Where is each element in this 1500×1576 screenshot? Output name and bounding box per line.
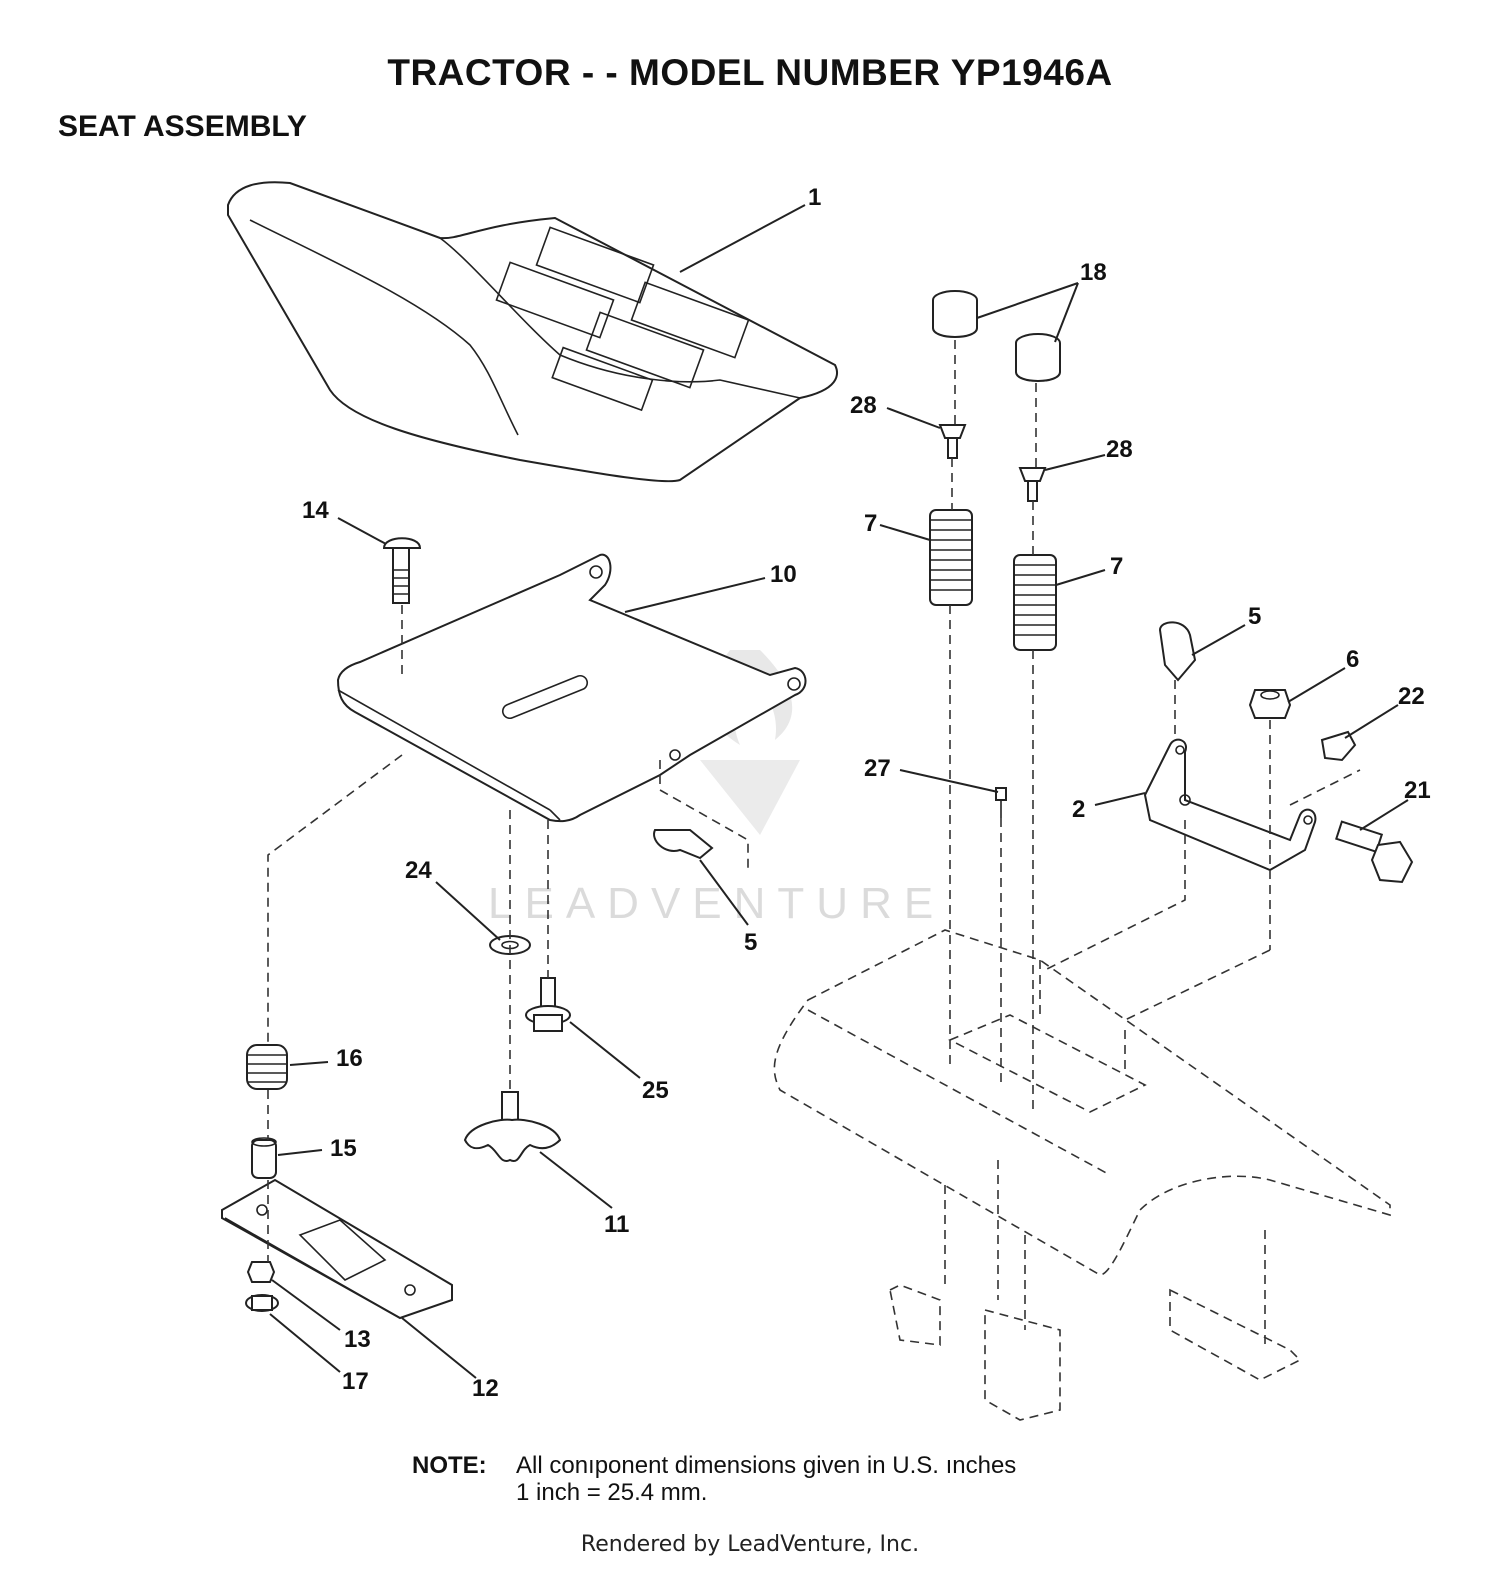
callout-5-upper: 5 [1248,603,1261,630]
footer-credit: Rendered by LeadVenture, Inc. [580,1532,920,1557]
screws [938,424,1047,502]
callout-5-lower: 5 [744,929,757,956]
note-label: NOTE: [412,1452,487,1479]
section-subtitle: SEAT ASSEMBLY [58,110,307,143]
callout-17: 17 [342,1368,369,1395]
pin [995,787,1007,818]
leader-lines [269,204,1409,1379]
callout-7-left: 7 [864,510,877,537]
slide-rail [221,1178,453,1320]
note-body: All conıponent dimensions given in U.S. … [516,1452,1016,1506]
page-title: TRACTOR - - MODEL NUMBER YP1946A [387,52,1113,93]
callout-28-left: 28 [850,392,877,419]
wire-clips [653,621,1197,860]
note-line-2: 1 inch = 25.4 mm. [516,1479,708,1506]
assembly-guide-lines [267,340,1361,1345]
dimension-note: NOTE: All conıponent dimensions given in … [412,1452,1016,1506]
callout-labels: 1 18 28 28 7 7 14 10 5 6 22 27 2 21 24 5… [302,184,1431,1402]
callout-7-right: 7 [1110,553,1123,580]
callout-11: 11 [604,1211,629,1238]
callout-2: 2 [1072,796,1085,823]
callout-12: 12 [472,1375,499,1402]
flange-nuts [245,1261,279,1312]
watermark-text: LEADVENTURE [488,879,945,928]
seat-pan [336,553,807,823]
hex-bolt [1335,820,1414,884]
exploded-parts-diagram: LEADVENTURE [221,181,1431,1421]
callout-6: 6 [1346,646,1359,673]
callout-21: 21 [1404,777,1431,804]
adjuster-spring [246,1044,288,1090]
callout-16: 16 [336,1045,363,1072]
callout-25: 25 [642,1077,669,1104]
mounting-bracket [1143,738,1317,872]
callout-28-right: 28 [1106,436,1133,463]
callout-15: 15 [330,1135,357,1162]
adjustment-knob [463,1091,562,1162]
springs [929,509,1057,651]
nuts [1248,689,1357,762]
callout-13: 13 [344,1326,371,1353]
shoulder-bolt [525,977,571,1032]
callout-1: 1 [808,184,821,211]
note-line-1: All conıponent dimensions given in U.S. … [516,1452,1017,1479]
callout-10: 10 [770,561,797,588]
tractor-frame-outline [773,929,1391,1421]
callout-24: 24 [405,857,432,884]
callout-18: 18 [1080,259,1107,286]
seat-cushion [227,181,838,483]
callout-27: 27 [864,755,891,782]
callout-22: 22 [1398,683,1425,710]
callout-14: 14 [302,497,329,524]
bushings [932,290,1061,382]
spacer [251,1137,277,1179]
carriage-bolt [382,537,422,604]
